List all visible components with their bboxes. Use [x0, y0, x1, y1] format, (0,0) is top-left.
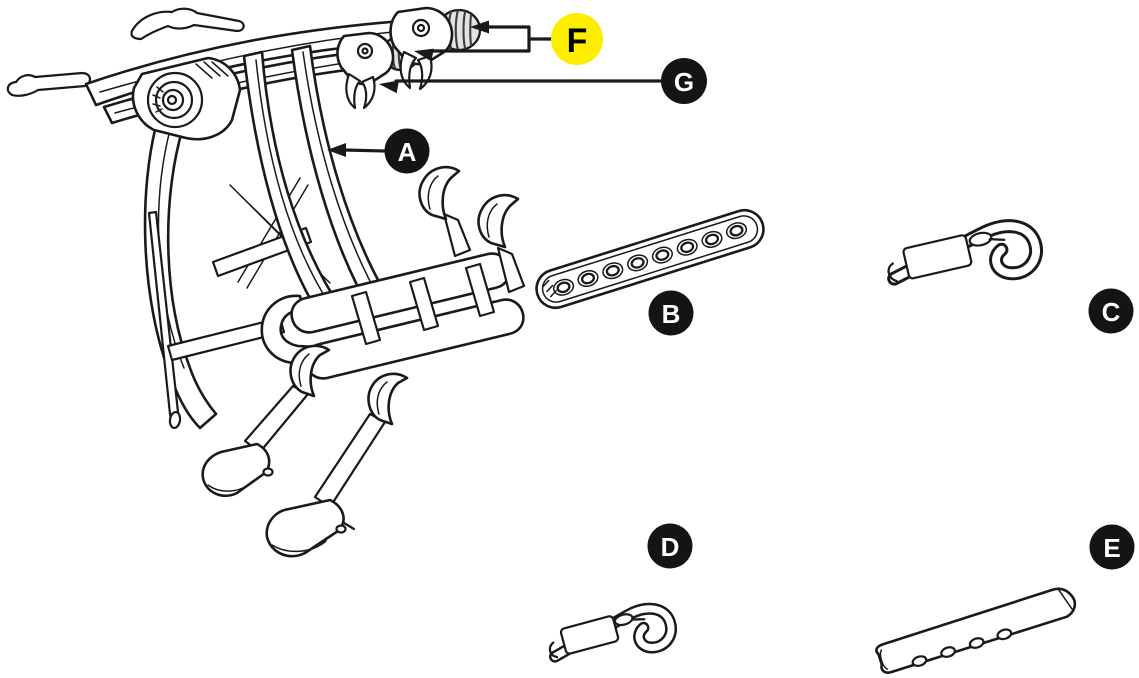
callout-a-circle	[384, 128, 430, 174]
ladder-crossbar-1	[350, 290, 382, 346]
tapered-strap-body	[875, 587, 1077, 674]
rack-assembly-drawing	[6, 6, 526, 558]
large-hook-drawing	[887, 219, 1043, 286]
callout-f-circle	[551, 13, 603, 65]
strap-inner-line	[541, 215, 759, 303]
callout-b-circle	[648, 290, 694, 336]
callout-d: D	[647, 523, 693, 569]
large-hook-tip-fold	[887, 262, 898, 283]
callout-b-letter: B	[662, 299, 681, 329]
callout-a-letter: A	[398, 137, 417, 167]
callout-e: E	[1089, 524, 1135, 570]
ladder-crossbar-3	[464, 262, 496, 318]
strap-holes	[552, 222, 748, 296]
rack-leg-1	[201, 344, 331, 498]
callout-a-arrowhead	[327, 143, 346, 157]
strap-with-holes-drawing	[535, 208, 765, 310]
callout-badges: A B C D E F G	[384, 13, 1135, 570]
clamp-2-jaw-2	[360, 75, 376, 110]
callout-c: C	[1088, 288, 1134, 334]
large-hook-slot	[988, 237, 1006, 242]
tapered-strap-drawing	[875, 587, 1077, 674]
callout-b: B	[648, 290, 694, 336]
callout-g-circle	[661, 58, 707, 104]
top-left-strap	[130, 7, 245, 41]
tapered-strap-cap-line	[1057, 588, 1073, 610]
frame-tube-right-highlight	[302, 51, 380, 299]
clamp-1-jaw-1	[399, 50, 418, 90]
callout-f-highlighted: F	[551, 13, 603, 65]
small-hook-slot	[630, 618, 646, 621]
frame-tube-left-highlight	[255, 59, 333, 309]
tapered-strap-tip-line	[879, 649, 889, 670]
rack-hub	[131, 56, 242, 141]
chord-lower	[166, 316, 286, 362]
callout-g-letter: G	[674, 67, 694, 97]
clamp-1-jaw-2	[416, 54, 433, 91]
wheel-cradle-2	[477, 193, 526, 294]
strap-grip-lines	[542, 279, 557, 298]
stabilizer-rod-cap	[168, 410, 182, 430]
large-hook-sleeve	[902, 234, 973, 280]
callout-e-letter: E	[1103, 533, 1120, 563]
callout-f-arrowhead-1	[470, 20, 489, 34]
callout-f-bracket	[428, 25, 553, 53]
callout-g: G	[661, 58, 707, 104]
callout-f-letter: F	[567, 22, 588, 60]
callout-a: A	[384, 128, 430, 174]
callout-c-letter: C	[1102, 297, 1121, 327]
small-hook-drawing	[548, 602, 677, 663]
callout-d-circle	[647, 523, 693, 569]
small-hook-tip-fold	[548, 641, 559, 659]
large-hook-keyhole	[968, 231, 993, 247]
rack-foot-2	[265, 498, 345, 558]
callout-c-circle	[1088, 288, 1134, 334]
ladder-crossbar-2	[408, 276, 440, 332]
wheel-cradle-1	[418, 165, 472, 258]
small-hook-sleeve	[559, 615, 620, 655]
strap-body	[535, 208, 765, 310]
callout-g-arrowhead	[379, 80, 399, 94]
callout-e-circle	[1089, 524, 1135, 570]
callout-d-letter: D	[661, 532, 680, 562]
small-hook-keyhole	[613, 613, 634, 627]
rack-leg-2	[265, 372, 409, 558]
ratchet-clamp-1	[389, 6, 482, 91]
left-strap	[6, 71, 92, 97]
callout-f-arrowhead-2	[414, 48, 434, 62]
clamp-2-jaw-1	[345, 72, 362, 110]
rack-foot-1	[201, 442, 271, 498]
callout-arrows	[327, 20, 662, 157]
tapered-strap-bumps	[911, 628, 1013, 667]
callout-a-line	[342, 148, 386, 153]
